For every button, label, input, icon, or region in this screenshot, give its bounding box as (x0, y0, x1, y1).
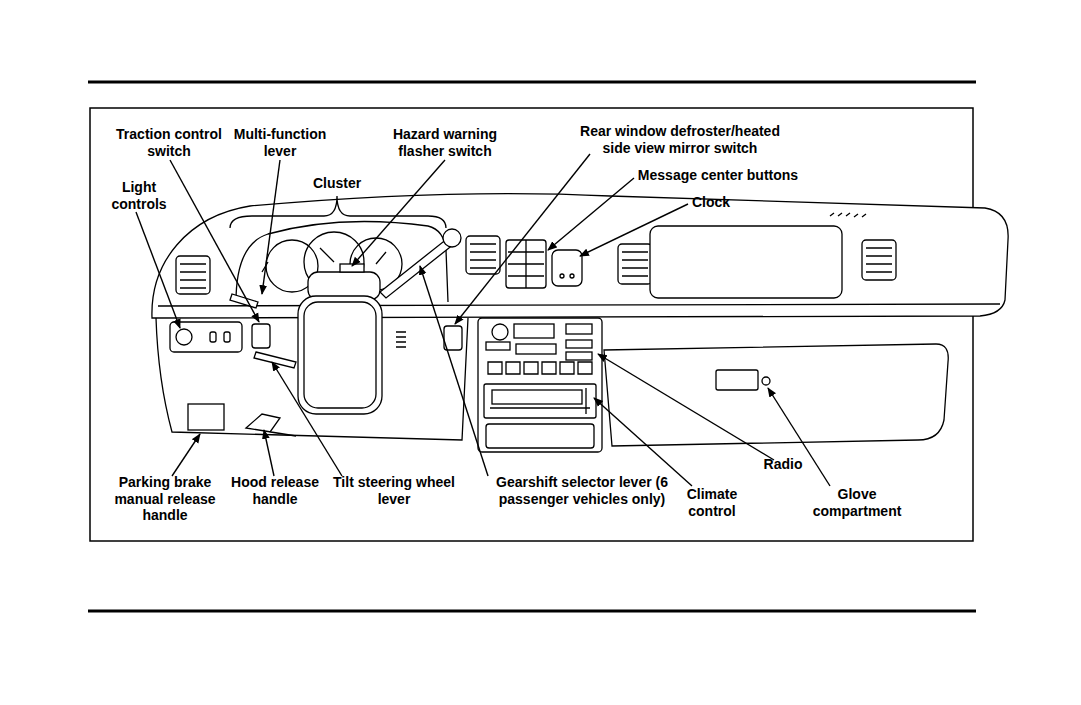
glove-latch (716, 370, 758, 390)
leader-line (594, 398, 692, 486)
callout-label: Clock (681, 194, 741, 211)
leader-line (420, 266, 488, 476)
top-rule (88, 81, 976, 84)
vent-louvres (622, 252, 648, 276)
radio-button (486, 342, 510, 350)
storage-bin (486, 424, 594, 448)
leader-line (548, 178, 634, 250)
climate-buttons (490, 388, 590, 414)
callout-label: Rear window defroster/heated side view m… (573, 123, 788, 156)
climate-display (492, 390, 582, 404)
leader-line (136, 212, 180, 328)
gauge-needles (262, 248, 386, 272)
lower-panel (156, 318, 468, 440)
steering-wheel-rim (304, 302, 376, 408)
dash-top (152, 194, 1008, 318)
callout-label: Tilt steering wheel lever (324, 474, 464, 507)
radio-button (566, 352, 592, 360)
dash-lip (158, 304, 1000, 306)
light-button (224, 332, 230, 342)
clock (552, 250, 582, 286)
glove-lock (762, 377, 770, 385)
callout-label: Light controls (107, 179, 172, 212)
leader-line (598, 354, 774, 460)
air-vent (176, 256, 210, 294)
bottom-rule (88, 610, 976, 613)
leader-line (352, 160, 445, 266)
radio-button (566, 324, 592, 334)
callout-label: Climate control (677, 486, 747, 519)
callout-label: Multi-function lever (225, 126, 335, 159)
leader-line (172, 434, 200, 476)
leader-line (262, 160, 280, 294)
gearshift-lever (380, 238, 454, 298)
message-center (506, 240, 546, 288)
headlamp-knob (176, 329, 192, 345)
leader-lines (136, 154, 830, 486)
leader-line (455, 154, 590, 324)
callout-label: Cluster (297, 175, 377, 192)
leader-line (580, 204, 688, 256)
airbag-panel (650, 226, 842, 298)
vent-louvres (470, 244, 496, 268)
parking-brake-handle (188, 404, 224, 430)
callout-label: Gearshift selector lever (6 passenger ve… (487, 474, 677, 507)
cassette-slot (516, 344, 556, 354)
callout-label: Traction control switch (104, 126, 234, 159)
cluster-brace (230, 196, 446, 228)
steering-wheel (298, 296, 382, 414)
traction-switch (252, 324, 270, 348)
clock-button (570, 274, 574, 278)
glove-compartment (604, 344, 948, 446)
vent-louvres (866, 248, 892, 272)
speaker-grille (396, 332, 406, 347)
gearshift-knob (443, 229, 461, 247)
defrost-slots (830, 213, 866, 217)
radio-knob (492, 324, 508, 340)
callout-label: Message center buttons (618, 167, 818, 184)
message-buttons (508, 240, 544, 288)
callout-label: Glove compartment (805, 486, 910, 519)
clock-button (560, 274, 564, 278)
climate-control (484, 384, 596, 418)
air-vent (618, 244, 652, 284)
preset-buttons (488, 362, 592, 374)
figure-frame (90, 108, 973, 541)
leader-line (264, 430, 274, 476)
leader-line (272, 362, 342, 476)
light-controls (170, 322, 242, 352)
radio-display (514, 324, 554, 338)
callout-label: Parking brake manual release handle (105, 474, 225, 524)
cluster-hood (236, 222, 448, 303)
air-vent (862, 240, 896, 280)
center-stack (478, 318, 602, 452)
hood-release-handle (246, 414, 296, 436)
callout-label: Hazard warning flasher switch (383, 126, 508, 159)
light-button (210, 332, 216, 342)
leader-line (170, 160, 259, 322)
vent-louvres (180, 264, 206, 288)
radio-button (566, 340, 592, 348)
air-vent (466, 236, 500, 274)
callout-label: Radio (753, 456, 813, 473)
callout-label: Hood release handle (220, 474, 330, 507)
